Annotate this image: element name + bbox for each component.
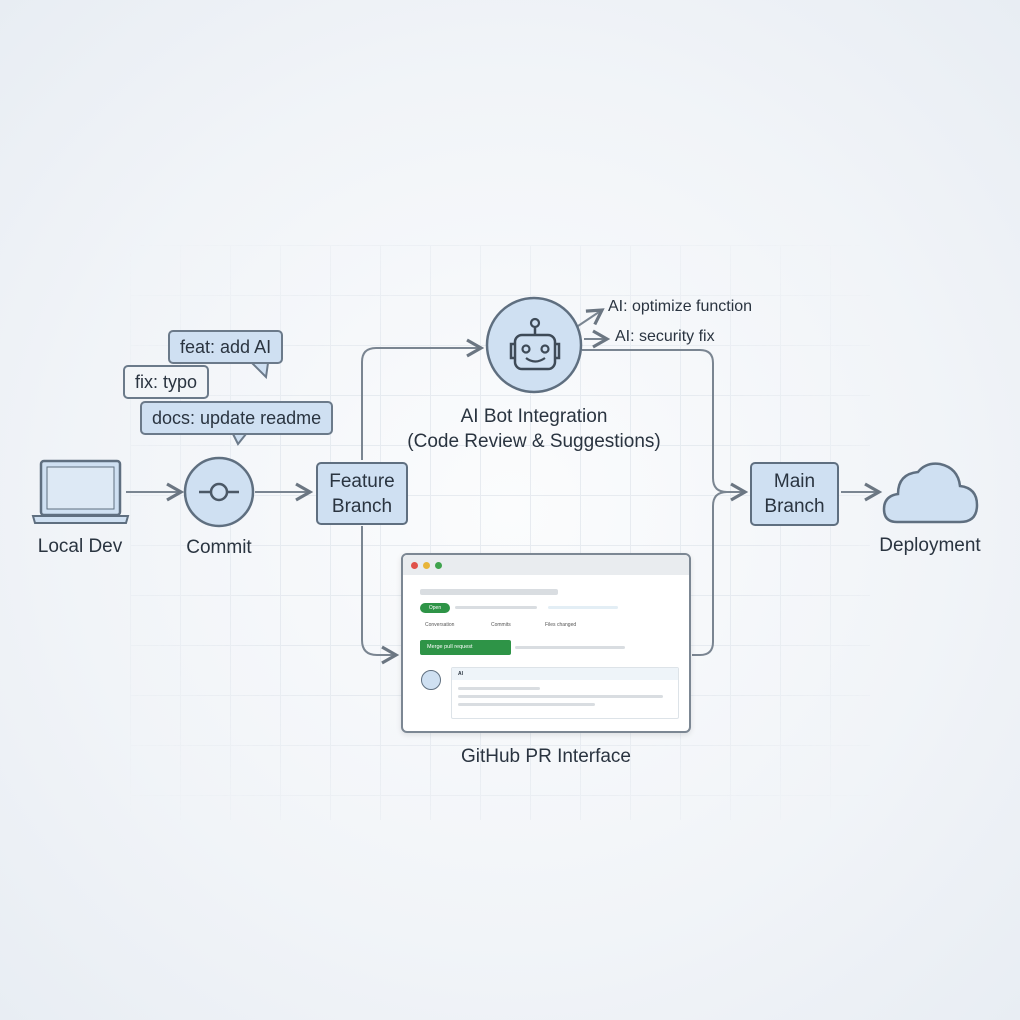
bubble-tail — [251, 362, 269, 380]
tab-conversation[interactable]: Conversation — [425, 622, 455, 628]
merge-pull-request-button[interactable]: Merge pull request — [420, 640, 511, 655]
placeholder — [455, 606, 537, 609]
cloud-icon — [882, 462, 979, 524]
main-branch-line2: Branch — [764, 496, 825, 517]
arrow-ai-optimize — [577, 308, 605, 327]
bubble-tail — [232, 433, 247, 446]
pr-title-placeholder — [420, 589, 558, 595]
github-pr-window: Open Conversation Commits Files changed … — [401, 553, 691, 733]
window-titlebar — [403, 555, 689, 575]
ai-comment-card: AI — [451, 667, 679, 719]
minimize-dot — [423, 561, 430, 569]
commit-message-bubble: feat: add AI — [168, 330, 284, 364]
pr-status-badge: Open — [420, 603, 450, 613]
placeholder — [515, 646, 625, 649]
feature-branch-line1: Feature — [329, 470, 395, 492]
arrow-feature-to-pr — [361, 526, 400, 665]
placeholder — [548, 606, 618, 609]
comment-author: AI — [452, 668, 678, 680]
tab-files-changed[interactable]: Files changed — [545, 622, 577, 628]
laptop-icon — [31, 459, 130, 524]
ai-bot-subtitle: (Code Review & Suggestions) — [407, 431, 661, 452]
arrow-feature-to-bot — [361, 338, 485, 460]
commit-message-bubble: fix: typo — [123, 365, 210, 399]
placeholder — [458, 695, 663, 698]
commit-message-bubble: docs: update readme — [140, 401, 334, 435]
main-branch-line1: Main — [773, 471, 816, 492]
commit-icon — [183, 456, 255, 528]
ai-suggestion: AI: security fix — [615, 328, 715, 345]
arrow-bot-to-main — [582, 349, 749, 502]
ai-avatar — [421, 670, 441, 690]
commit-label: Commit — [186, 537, 252, 558]
connector-pr-to-main — [692, 491, 728, 656]
tab-commits[interactable]: Commits — [491, 622, 511, 628]
github-pr-label: GitHub PR Interface — [460, 746, 632, 767]
robot-icon — [485, 296, 583, 394]
placeholder — [458, 703, 595, 706]
local-dev-label: Local Dev — [37, 536, 123, 557]
ai-suggestion: AI: optimize function — [608, 298, 753, 315]
ai-bot-title: AI Bot Integration — [460, 406, 608, 427]
maximize-dot — [435, 561, 442, 569]
feature-branch-line2: Branch — [331, 495, 393, 517]
deployment-label: Deployment — [879, 535, 981, 556]
placeholder — [458, 687, 540, 690]
close-dot — [411, 561, 418, 569]
